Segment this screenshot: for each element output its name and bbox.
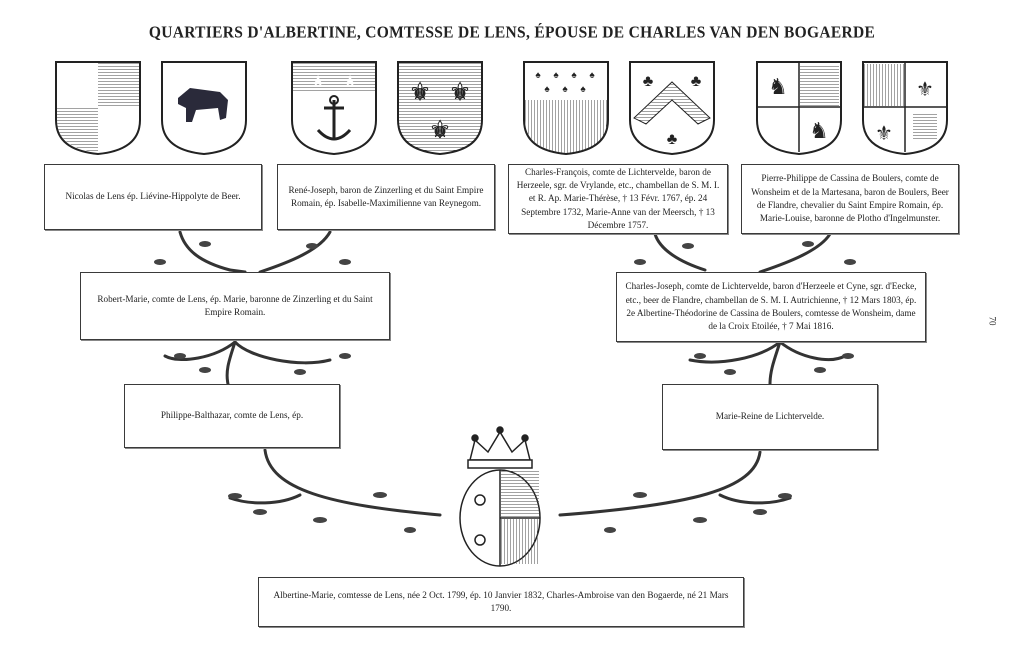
box-nicolas-text: Nicolas de Lens ép. Liévine-Hippolyte de…: [65, 191, 241, 202]
box-rene: René-Joseph, baron de Zinzerling et du S…: [277, 164, 495, 230]
svg-text:♠: ♠: [562, 84, 568, 95]
svg-text:♣: ♣: [691, 73, 702, 90]
anchor-stars-shield: ★ ★: [291, 61, 377, 156]
page-title: QUARTIERS D'ALBERTINE, COMTESSE DE LENS,…: [148, 22, 876, 42]
svg-text:♠: ♠: [589, 70, 595, 81]
svg-text:♠: ♠: [580, 84, 586, 95]
quarterly-shield: [55, 61, 141, 156]
svg-text:♠: ♠: [553, 70, 559, 81]
box-albertine: Albertine-Marie, comtesse de Lens, née 2…: [258, 577, 744, 627]
svg-text:⚜: ⚜: [916, 79, 934, 101]
wolf-shield: [161, 61, 247, 156]
quartered-lions-shield: ♞ ♞: [756, 61, 842, 156]
svg-text:♞: ♞: [768, 74, 788, 99]
box-charles-joseph-text: Charles-Joseph, comte de Lichtervelde, b…: [625, 281, 917, 332]
central-arms-crown: [459, 426, 541, 567]
svg-text:♠: ♠: [571, 70, 577, 81]
box-charles-joseph: Charles-Joseph, comte de Lichtervelde, b…: [616, 272, 926, 342]
box-albertine-text: Albertine-Marie, comtesse de Lens, née 2…: [273, 589, 729, 613]
box-nicolas: Nicolas de Lens ép. Liévine-Hippolyte de…: [44, 164, 262, 230]
fleur-de-lis-shield: ⚜ ⚜ ⚜: [397, 61, 483, 156]
quartered-fleur-shield: ⚜ ⚜: [862, 61, 948, 156]
svg-text:♣: ♣: [667, 131, 678, 148]
svg-text:♠: ♠: [544, 84, 550, 95]
svg-text:♞: ♞: [809, 118, 829, 143]
svg-text:⚜: ⚜: [429, 118, 451, 144]
svg-text:⚜: ⚜: [449, 80, 471, 106]
box-philippe: Philippe-Balthazar, comte de Lens, ép.: [124, 384, 340, 448]
svg-text:⚜: ⚜: [409, 80, 431, 106]
box-philippe-text: Philippe-Balthazar, comte de Lens, ép.: [160, 410, 304, 421]
chevron-trefoil-shield: ♣ ♣ ♣: [629, 61, 715, 156]
box-robert: Robert-Marie, comte de Lens, ép. Marie, …: [80, 272, 390, 340]
svg-text:♣: ♣: [643, 73, 654, 90]
svg-text:⚜: ⚜: [875, 123, 893, 145]
ermine-shield: ♠♠♠♠ ♠♠♠: [523, 61, 609, 156]
box-pierre: Pierre-Philippe de Cassina de Boulers, c…: [741, 164, 959, 234]
box-charles-francois-text: Charles-François, comte de Lichtervelde,…: [516, 166, 720, 231]
box-charles-francois: Charles-François, comte de Lichtervelde,…: [508, 164, 728, 234]
box-marie-reine-text: Marie-Reine de Lichtervelde.: [715, 411, 825, 422]
box-robert-text: Robert-Marie, comte de Lens, ép. Marie, …: [97, 293, 373, 317]
page-number: 70: [987, 316, 998, 326]
box-pierre-text: Pierre-Philippe de Cassina de Boulers, c…: [751, 173, 949, 224]
box-marie-reine: Marie-Reine de Lichtervelde.: [662, 384, 878, 450]
svg-text:★: ★: [311, 73, 325, 90]
svg-text:♠: ♠: [535, 70, 541, 81]
svg-text:★: ★: [343, 73, 357, 90]
box-rene-text: René-Joseph, baron de Zinzerling et du S…: [288, 184, 484, 208]
